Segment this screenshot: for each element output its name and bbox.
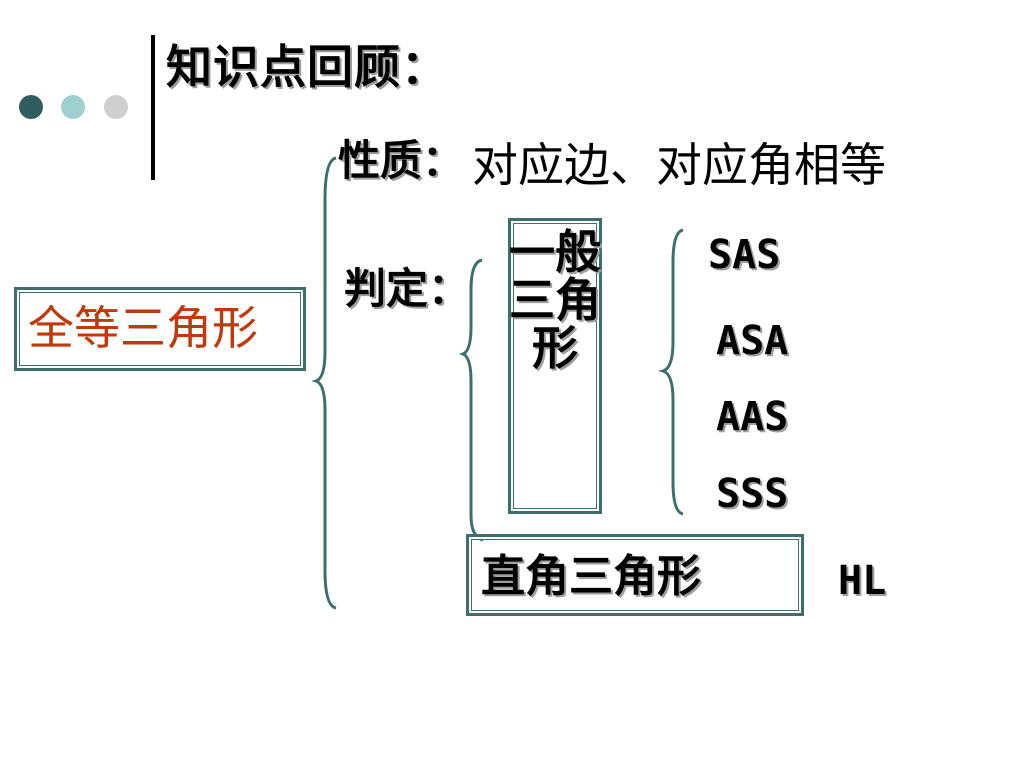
brace-main: [311, 156, 337, 610]
judgement-label: 判定：: [344, 264, 471, 313]
general-triangle-label: 一般三角形: [509, 225, 601, 375]
property-text: 对应边、对应角相等: [472, 138, 886, 192]
criterion-sas: SAS: [708, 232, 781, 278]
brace-judgement: [458, 258, 484, 542]
property-label: 性质：: [338, 136, 465, 185]
right-triangle-box: [466, 534, 804, 616]
root-box: [14, 287, 306, 371]
criterion-hl: HL: [838, 558, 887, 604]
root-label: 全等三角形: [28, 301, 258, 355]
criterion-sss: SSS: [716, 471, 789, 517]
general-triangle-box: [508, 218, 602, 514]
criterion-aas: AAS: [716, 394, 789, 440]
decor-dot-dark: [19, 95, 43, 119]
decor-dot-light: [61, 95, 85, 119]
decor-dot-grey: [104, 95, 128, 119]
brace-criteria: [657, 228, 684, 516]
criterion-asa: ASA: [716, 318, 789, 364]
slide-title: 知识点回顾：: [166, 40, 448, 94]
right-triangle-label: 直角三角形: [481, 551, 701, 602]
title-divider: [151, 35, 155, 180]
